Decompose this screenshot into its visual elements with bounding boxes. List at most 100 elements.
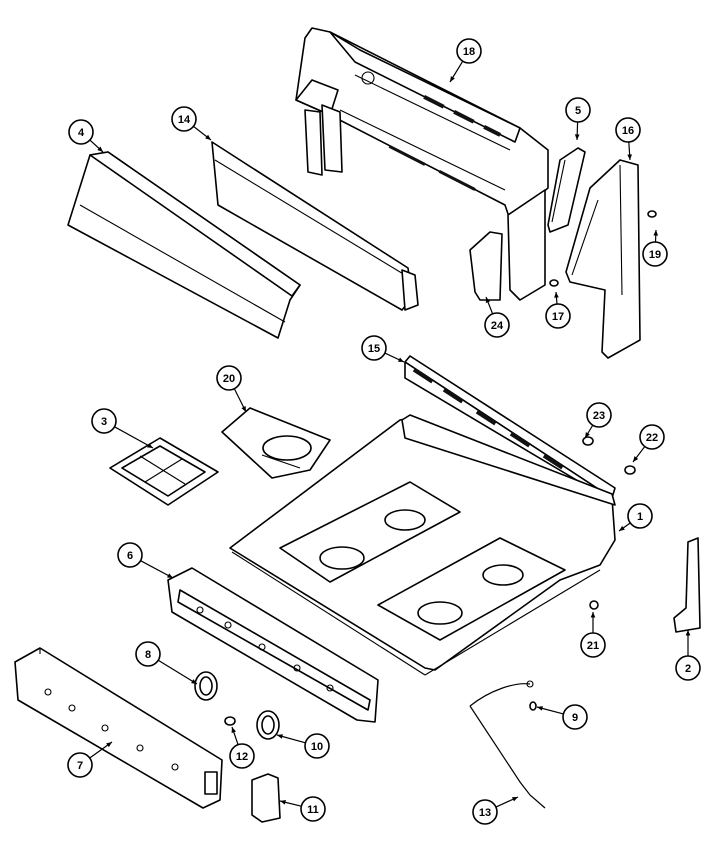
leader-arrow: [619, 525, 625, 531]
callout-13: 13: [472, 796, 519, 825]
end-cap: [565, 159, 641, 359]
callout-circle: [171, 106, 197, 132]
callout-circle: [68, 119, 94, 145]
leader-arrow: [574, 134, 580, 140]
callout-label: 23: [593, 410, 605, 422]
leader-arrow: [277, 734, 283, 739]
manifold-cover: [14, 647, 223, 809]
callout-circle: [484, 312, 510, 338]
callout-20: 20: [216, 365, 247, 413]
callout-label: 8: [145, 649, 151, 661]
control-panel: [167, 567, 379, 723]
callout-circle: [67, 752, 93, 778]
side-trim: [673, 537, 701, 633]
callout-8: 8: [135, 641, 198, 685]
burner-cup: [221, 407, 331, 479]
leader-arrow: [537, 706, 543, 711]
callout-22: 22: [632, 424, 665, 463]
callout-label: 4: [78, 127, 85, 139]
leader-arrow: [167, 573, 173, 578]
screw-parts: [224, 210, 657, 726]
callout-10: 10: [276, 733, 330, 759]
callout-23: 23: [584, 402, 612, 439]
callout-label: 10: [311, 741, 323, 753]
callout-circle: [586, 402, 612, 428]
callout-4: 4: [68, 119, 104, 153]
leader-arrow: [485, 297, 491, 303]
callout-label: 7: [77, 760, 83, 772]
leader-arrow: [554, 292, 559, 298]
callout-19: 19: [642, 229, 668, 267]
leader-arrow: [627, 154, 632, 160]
callout-6: 6: [117, 542, 174, 579]
callout-label: 15: [368, 343, 380, 355]
callout-12: 12: [229, 726, 255, 769]
leader-arrow: [106, 742, 112, 748]
callout-label: 22: [646, 432, 658, 444]
callout-circle: [456, 38, 482, 64]
callout-circle: [304, 733, 330, 759]
leader-arrow: [147, 443, 153, 448]
callout-label: 18: [463, 46, 475, 58]
callout-5: 5: [565, 97, 591, 141]
rear-trim-panel: [211, 141, 419, 311]
callout-circle: [580, 632, 606, 658]
callout-circle: [300, 796, 326, 822]
callout-label: 11: [307, 804, 319, 816]
callout-circle: [562, 704, 588, 730]
small-box: [251, 773, 281, 823]
vent-panel: [404, 355, 616, 501]
callout-11: 11: [279, 796, 326, 822]
leader-line: [140, 560, 174, 579]
callout-label: 3: [101, 416, 107, 428]
callout-label: 17: [552, 311, 564, 323]
callout-circle: [615, 117, 641, 143]
callout-18: 18: [449, 38, 482, 83]
callout-circle: [627, 503, 653, 529]
rod-assembly: [469, 680, 546, 809]
leader-arrow: [191, 679, 197, 684]
side-bracket: [547, 147, 586, 233]
callout-label: 5: [575, 105, 581, 117]
callout-2: 2: [675, 630, 701, 681]
backguard-frame: [295, 27, 549, 301]
callout-label: 14: [178, 114, 191, 126]
callout-circle: [117, 542, 143, 568]
callout-label: 2: [685, 663, 691, 675]
callout-circle: [675, 655, 701, 681]
callout-15: 15: [361, 335, 405, 363]
callout-3: 3: [91, 408, 154, 449]
callout-circle: [229, 743, 255, 769]
leader-arrow: [590, 612, 596, 618]
leader-arrow: [450, 76, 455, 82]
callout-label: 12: [236, 751, 248, 763]
callout-circle: [545, 303, 571, 329]
callout-17: 17: [545, 291, 571, 329]
callout-circle: [565, 97, 591, 123]
callout-circle: [642, 241, 668, 267]
callout-label: 24: [491, 320, 504, 332]
callout-label: 13: [479, 807, 491, 819]
callout-label: 16: [622, 125, 634, 137]
callout-circle: [639, 424, 665, 450]
leader-line: [114, 426, 154, 449]
callout-circle: [91, 408, 117, 434]
callout-circle: [216, 365, 242, 391]
main-cooktop: [229, 414, 616, 676]
leader-arrow: [97, 146, 103, 152]
leader-arrow: [512, 797, 518, 802]
leader-arrow: [205, 134, 211, 140]
callout-label: 21: [587, 640, 599, 652]
callout-9: 9: [536, 704, 588, 730]
leader-arrow: [398, 357, 404, 362]
leader-arrow: [280, 800, 286, 805]
leader-arrow: [685, 630, 691, 636]
callout-14: 14: [171, 106, 212, 141]
callout-circle: [472, 799, 498, 825]
callout-label: 1: [637, 511, 643, 523]
callout-label: 9: [572, 712, 578, 724]
callout-21: 21: [580, 612, 606, 658]
